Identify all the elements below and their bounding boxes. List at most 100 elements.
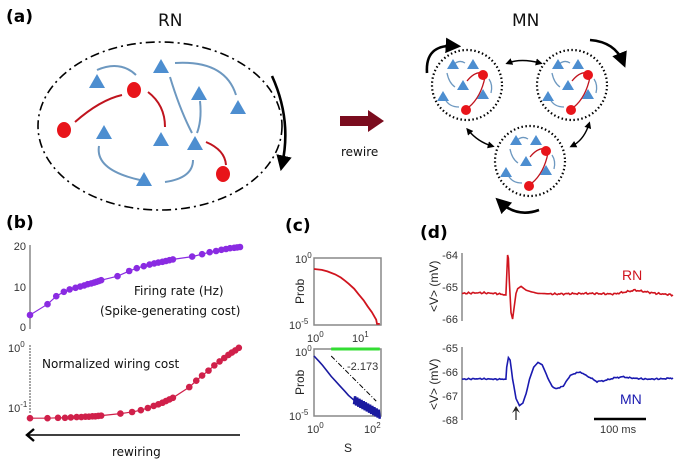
c-top-ylabel: Prob [293, 278, 307, 304]
wiring-cost-point [211, 362, 218, 369]
wiring-cost-series [26, 344, 243, 422]
triangle-icon [89, 74, 105, 88]
c-bottom-noise [352, 396, 382, 419]
c-top-xtick: 101 [352, 330, 369, 345]
wiring-ytick: 100 [8, 340, 25, 355]
firing-rate-sublabel: (Spike-generating cost) [100, 304, 240, 318]
triangle-icon [230, 100, 246, 114]
panel-c: (c) 100 10-5 100 101 Prob 100 10-5 100 1… [285, 216, 382, 455]
c-bottom-xtick: 100 [307, 421, 324, 436]
d-top-ytick: -66 [442, 314, 458, 326]
firing-rate-point [188, 253, 196, 260]
d-top-ylabel: <V> (mV) [427, 261, 441, 312]
mn-inter-module-links [466, 58, 592, 149]
c-top-axes [313, 257, 382, 326]
firing-ytick: 0 [20, 322, 26, 334]
mn-voltage-trace [461, 355, 674, 407]
panel-d-label: (d) [420, 223, 448, 243]
wiring-cost-point [44, 414, 51, 422]
rewire-label: rewire [341, 145, 378, 159]
c-bottom-fit-line [330, 355, 377, 402]
wiring-cost-point [235, 344, 243, 352]
wiring-cost-label: Normalized wiring cost [42, 357, 180, 371]
firing-rate-point [140, 262, 148, 270]
d-bottom-ylabel: <V> (mV) [427, 359, 441, 410]
wiring-cost-point [73, 413, 80, 421]
firing-rate-point [44, 300, 51, 308]
slope-label: -2.173 [347, 361, 378, 373]
rn-inhibitory-links [74, 91, 227, 166]
firing-rate-point [212, 247, 220, 255]
c-bottom-ytick: 10-5 [289, 408, 309, 423]
curved-arrow-icon [425, 37, 462, 74]
d-top-ytick: -64 [442, 250, 458, 262]
wiring-cost-point [198, 372, 206, 379]
firing-rate-point [133, 264, 141, 272]
rn-network-boundary [37, 41, 283, 211]
wiring-cost-point [144, 404, 152, 412]
rn-legend: RN [622, 267, 642, 283]
mn-legend: MN [620, 391, 642, 407]
d-bottom-ytick: -68 [442, 415, 458, 427]
wiring-cost-point [185, 383, 193, 391]
firing-ytick: 10 [14, 282, 26, 294]
circle-icon [216, 166, 230, 182]
wiring-cost-point [67, 414, 75, 421]
wiring-cost-point [128, 408, 136, 416]
c-bottom-ylabel: Prob [293, 369, 307, 395]
wiring-cost-point [97, 412, 105, 419]
panel-a: (a) RN MN [6, 7, 627, 215]
firing-rate-point [97, 276, 105, 284]
rn-title: RN [158, 11, 183, 31]
triangle-icon [136, 172, 152, 186]
double-arrow-icon [569, 121, 592, 148]
scale-bar-label: 100 ms [600, 424, 637, 436]
triangle-icon [153, 59, 169, 73]
left-arrow-icon [25, 428, 35, 442]
circle-icon [127, 82, 141, 98]
panel-b: (b) 20 10 0 Firing rate (Hz) (Spike-gene… [6, 213, 244, 459]
firing-ytick: 20 [14, 241, 26, 253]
d-bottom-ytick: -67 [442, 391, 458, 403]
triangle-icon [187, 136, 203, 150]
firing-rate-series [26, 243, 244, 319]
mn-module-top-right [535, 48, 609, 122]
firing-rate-point [60, 288, 68, 296]
rewiring-label: rewiring [112, 445, 161, 459]
triangle-icon [191, 86, 207, 100]
d-bottom-ytick: -66 [442, 367, 458, 379]
rn-trace-line [461, 254, 674, 320]
mn-title: MN [512, 11, 539, 31]
curved-arrow-icon [589, 38, 627, 68]
rn-excitatory-links [96, 61, 237, 183]
circle-icon [57, 122, 71, 138]
up-arrow-icon [512, 406, 520, 413]
rn-voltage-trace [461, 254, 674, 320]
rewire-arrow-icon [340, 110, 384, 132]
mn-trace-line [461, 355, 674, 407]
firing-rate-point [169, 256, 177, 263]
wiring-cost-point [216, 358, 223, 365]
rn-excitatory-neurons [89, 59, 246, 186]
triangle-icon [96, 125, 112, 139]
mn-cycle-arrows [425, 37, 627, 215]
panel-b-label: (b) [6, 213, 34, 233]
c-top-ytick: 100 [295, 251, 312, 266]
c-top-line [313, 268, 380, 325]
c-bottom-ytick: 100 [295, 344, 312, 359]
firing-rate-point [125, 267, 133, 275]
d-bottom-ytick: -65 [442, 343, 458, 355]
c-top-series [313, 268, 380, 325]
wiring-cost-point [137, 406, 145, 414]
double-arrow-icon [505, 58, 543, 66]
panel-d: (d) -64 -65 -66 <V> (mV) RN -65 -66 -67 … [420, 223, 674, 436]
c-top-xtick: 100 [307, 330, 324, 345]
firing-rate-point [198, 250, 206, 258]
firing-rate-point [52, 292, 60, 300]
firing-rate-point [206, 248, 213, 256]
wiring-cost-point [61, 414, 69, 422]
firing-rate-point [114, 272, 121, 280]
wiring-cost-point [54, 414, 62, 422]
wiring-cost-point [205, 367, 212, 374]
